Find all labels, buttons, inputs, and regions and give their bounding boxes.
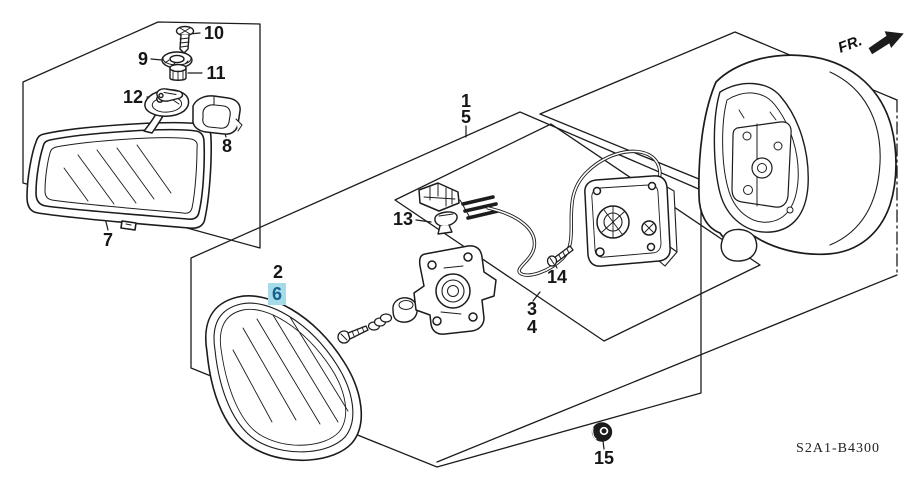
- housing-drawing: [698, 54, 897, 262]
- screw-14-drawing: [546, 245, 574, 267]
- spring-drawing: [367, 313, 393, 331]
- glass-screw-drawing: [337, 325, 369, 344]
- section-box-glass-assembly: [190, 111, 702, 468]
- section-box-actuator-sub: [394, 123, 761, 342]
- part-label-11: 11: [206, 63, 226, 83]
- mirror-glass-drawing: [205, 295, 363, 462]
- part-label-9: 9: [137, 49, 149, 69]
- part-label-5: 5: [460, 107, 472, 127]
- part-label-15: 15: [593, 448, 615, 468]
- part-label-14: 14: [546, 267, 568, 287]
- mount-cover-8-drawing: [192, 95, 243, 135]
- connector-drawing: [418, 182, 460, 212]
- fr-arrow-icon: [868, 31, 904, 55]
- part-label-12: 12: [122, 87, 144, 107]
- part-label-3: 3: [526, 299, 538, 319]
- part-label-2: 2: [272, 262, 284, 282]
- washer-9-drawing: [161, 51, 193, 69]
- diagram-code: S2A1-B4300: [796, 441, 880, 456]
- part-label-13: 13: [392, 209, 414, 229]
- bushing-11-drawing: [169, 63, 187, 81]
- clip-13-drawing: [434, 211, 458, 235]
- screw-10-drawing: [175, 25, 195, 54]
- interior-mirror-drawing: [26, 121, 212, 231]
- part-label-10: 10: [203, 23, 225, 43]
- part-label-6: 6: [267, 283, 287, 305]
- harness-tape-drawing: [459, 195, 500, 220]
- part-label-7: 7: [102, 230, 114, 250]
- bracket-plate-drawing: [413, 245, 497, 335]
- actuator-drawing: [584, 175, 678, 267]
- section-box-interior-mirror: [22, 21, 261, 249]
- grommet-drawing: [392, 297, 418, 323]
- nut-15-drawing: [591, 422, 613, 442]
- part-label-8: 8: [221, 136, 233, 156]
- part-label-4: 4: [526, 317, 538, 337]
- clip-12-drawing: [156, 88, 184, 102]
- part-label-1: 1: [460, 91, 472, 111]
